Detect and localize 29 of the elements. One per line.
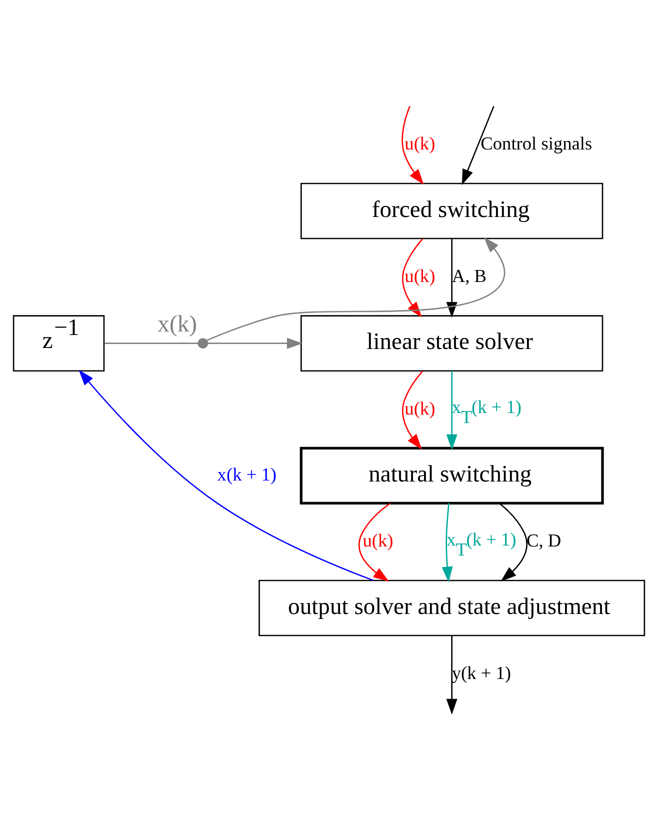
edge-label: x(k + 1) (217, 464, 277, 484)
arrow (446, 635, 458, 714)
arrow (402, 370, 424, 450)
edge-label: A, B (452, 266, 486, 286)
edge-label: y(k + 1) (452, 662, 512, 683)
arrow (446, 238, 458, 318)
node-label: x(k) (158, 310, 197, 337)
connector (104, 342, 198, 344)
arrow (442, 502, 453, 582)
node-box: output solver and state adjustment (258, 579, 646, 636)
node-box: linear state solver (300, 314, 604, 371)
arrow (206, 236, 506, 340)
edge-label: Control signals (480, 133, 592, 154)
arrow (402, 238, 424, 317)
arrow (358, 502, 391, 582)
edge-label: C, D (526, 530, 562, 550)
arrow (446, 370, 458, 450)
arrow (498, 502, 528, 581)
edge-label: u(k) (362, 530, 394, 550)
arrow (462, 106, 494, 185)
node-box: natural switching (300, 446, 604, 504)
node-circle (198, 338, 208, 348)
edge-label: u(k) (404, 133, 436, 154)
arrow (402, 106, 424, 184)
edge-label: u(k) (404, 266, 436, 286)
arrow (208, 337, 303, 348)
arrow (78, 369, 374, 580)
edge-label: u(k) (404, 398, 436, 418)
node-box: forced switching (300, 182, 604, 239)
